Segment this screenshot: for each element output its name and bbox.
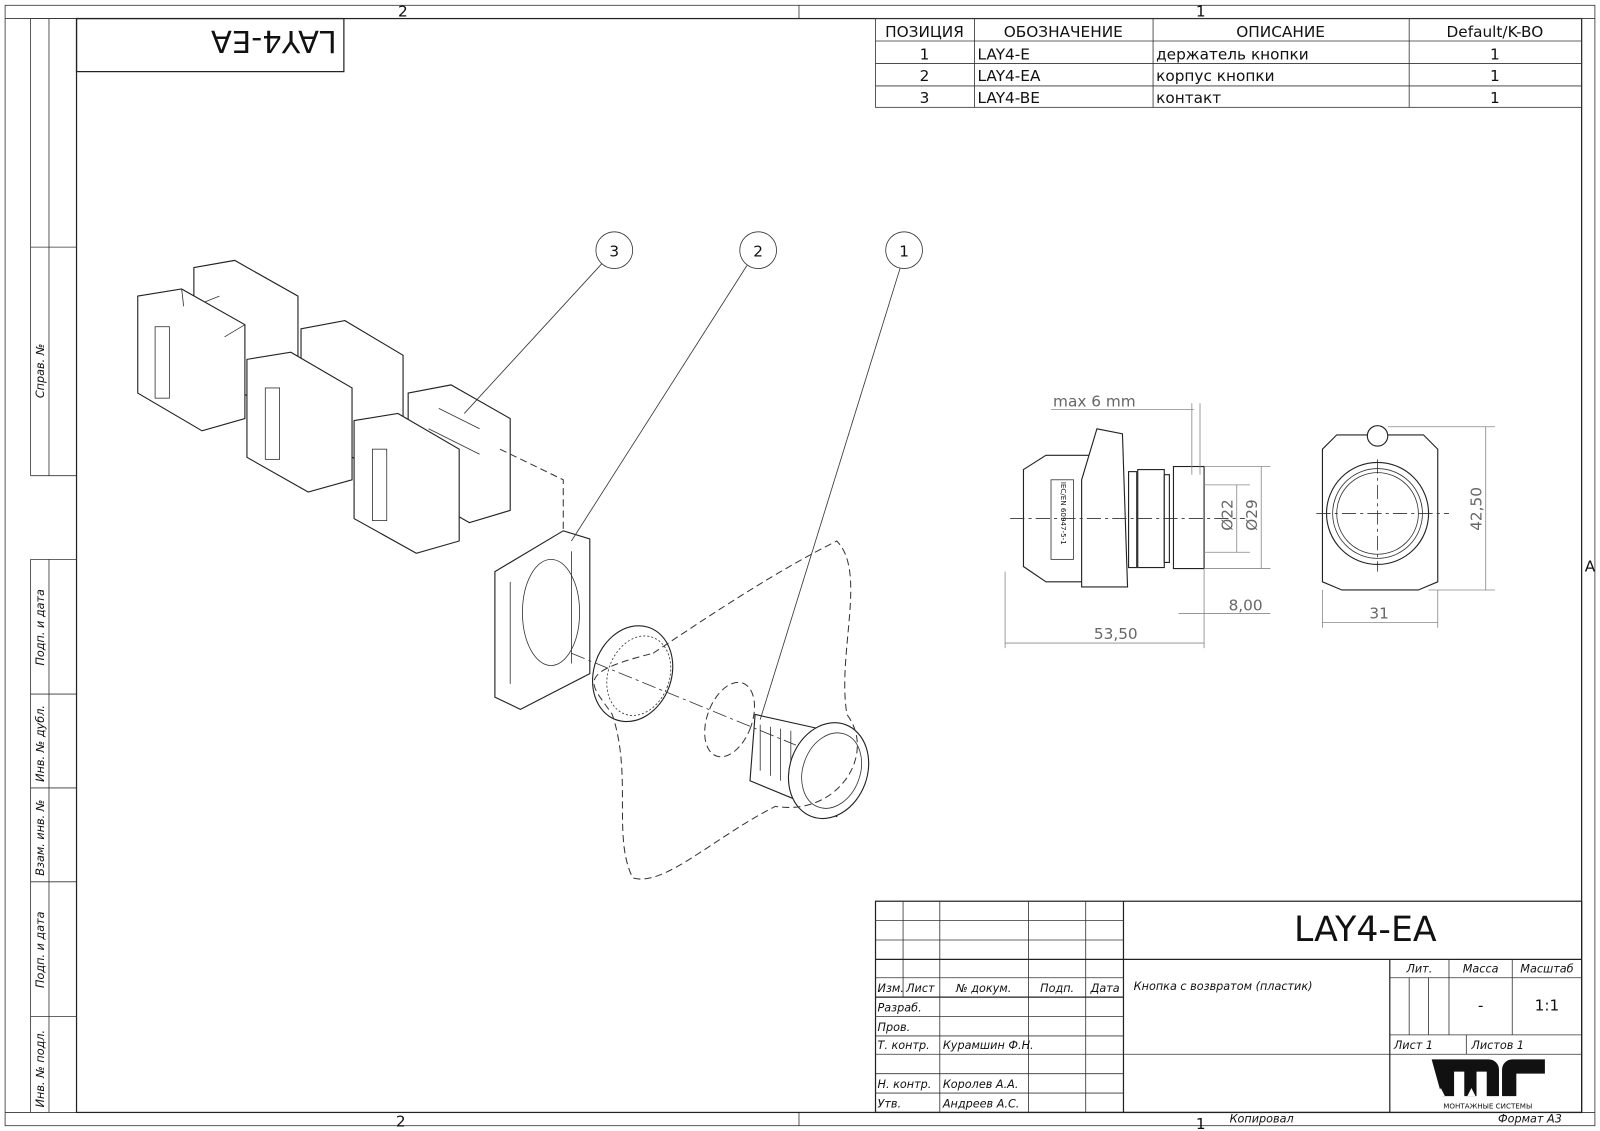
svg-text:2: 2 [920, 67, 930, 85]
role-label: Н. контр. [878, 1078, 932, 1091]
sheet-count: Листов 1 [1470, 1039, 1524, 1052]
outer-frame [4, 4, 1596, 1127]
side-label: Инв. № подл. [34, 1030, 47, 1107]
svg-text:1: 1 [920, 45, 930, 63]
scale-label: Масштаб [1520, 963, 1573, 976]
svg-text:3: 3 [920, 89, 930, 107]
svg-text:1: 1 [1490, 45, 1500, 63]
mounting-ring [591, 625, 674, 723]
col-header: Дата [1090, 982, 1120, 995]
col-header: Лист [905, 982, 935, 995]
scale-value: 1:1 [1535, 996, 1560, 1014]
callout-circle [885, 231, 923, 269]
callout-label: 2 [753, 242, 763, 260]
designation: LAY4-EA [1294, 910, 1437, 950]
dim-d29: Ø29 [1243, 499, 1261, 531]
title-block: Изм. Лист № докум. Подп. Дата Разраб. Пр… [874, 900, 1583, 1114]
inner-frame [75, 17, 1583, 1114]
side-view: IEC/EN 60947-5-1 max 6 mm Ø22 Ø29 8,00 5… [1004, 392, 1271, 649]
svg-text:LAY4-EA: LAY4-EA [978, 67, 1041, 85]
dim-width: 31 [1369, 605, 1388, 623]
left-strip: Справ. № Подп. и дата Инв. № дубл. Взам.… [30, 18, 77, 1113]
bom-row: 2 LAY4-EA корпус кнопки 1 [920, 67, 1500, 85]
description: Кнопка с возвратом (пластик) [1134, 980, 1313, 993]
dim-max-gap: max 6 mm [1053, 392, 1136, 410]
zone-label: 1 [1196, 1115, 1206, 1131]
svg-text:1: 1 [1490, 67, 1500, 85]
side-label: Взам. инв. № [34, 800, 47, 876]
mass-value: - [1478, 996, 1484, 1014]
mirrored-code: LAY4-EA [211, 23, 337, 58]
svg-text:LAY4-BE: LAY4-BE [978, 89, 1040, 107]
side-label: Подп. и дата [34, 589, 47, 666]
bom-row: 3 LAY4-BE контакт 1 [920, 89, 1500, 107]
lit-label: Лит. [1405, 963, 1432, 976]
bom-header: ПОЗИЦИЯ [885, 23, 964, 41]
svg-text:контакт: контакт [1156, 89, 1221, 107]
svg-text:LAY4-E: LAY4-E [978, 45, 1030, 63]
role-label: Разраб. [878, 1001, 922, 1014]
dim-height: 42,50 [1468, 487, 1486, 531]
callout-label: 3 [609, 242, 619, 260]
company-name: МОНТАЖНЫЕ СИСТЕМЫ [1443, 1101, 1532, 1110]
callout-circle [595, 231, 634, 269]
zone-label: 1 [1196, 3, 1206, 21]
role-label: Т. контр. [878, 1039, 930, 1052]
sheet-number: Лист 1 [1393, 1039, 1433, 1052]
zone-label: 2 [398, 3, 408, 21]
col-header: Изм. [878, 982, 904, 995]
push-button [749, 713, 870, 820]
mass-label: Масса [1463, 963, 1499, 976]
callout-label: 1 [899, 242, 909, 260]
svg-text:корпус кнопки: корпус кнопки [1156, 67, 1274, 85]
role-label: Утв. [878, 1097, 902, 1110]
exploded-view: 3 2 1 [137, 231, 923, 880]
svg-text:1: 1 [1490, 89, 1500, 107]
signer-name: Королев А.А. [943, 1078, 1019, 1091]
bom-header: ОПИСАНИЕ [1236, 23, 1325, 41]
dim-length: 53,50 [1094, 625, 1138, 643]
contact-block [353, 384, 511, 554]
signer-name: Андреев А.С. [942, 1097, 1020, 1110]
copied-label: Копировал [1230, 1113, 1294, 1126]
zone-label: A [1585, 558, 1596, 576]
bom-table: ПОЗИЦИЯ ОБОЗНАЧЕНИЕ ОПИСАНИЕ Default/K-B… [875, 18, 1583, 108]
dim-d22: Ø22 [1219, 499, 1237, 531]
signer-name: Курамшин Ф.Н. [943, 1039, 1034, 1052]
button-holder [494, 530, 591, 711]
front-view: 42,50 31 [1316, 425, 1495, 628]
col-header: Подп. [1040, 982, 1074, 995]
callout-circle [739, 231, 777, 269]
contact-block [246, 320, 404, 493]
svg-text:IEC/EN 60947-5-1: IEC/EN 60947-5-1 [1059, 482, 1068, 545]
role-label: Пров. [878, 1021, 911, 1034]
side-label: Справ. № [34, 344, 47, 399]
format-label: Формат А3 [1498, 1113, 1562, 1126]
dim-depth: 8,00 [1229, 596, 1263, 614]
side-label: Подп. и дата [34, 911, 47, 988]
bom-row: 1 LAY4-E держатель кнопки 1 [920, 45, 1500, 63]
bom-header: Default/K-BO [1447, 23, 1544, 41]
side-label: Инв. № дубл. [34, 705, 47, 782]
col-header: № докум. [955, 982, 1011, 995]
zone-label: 2 [396, 1113, 406, 1131]
company-logo: МОНТАЖНЫЕ СИСТЕМЫ [1431, 1059, 1545, 1110]
bom-header: ОБОЗНАЧЕНИЕ [1004, 23, 1123, 41]
svg-text:держатель кнопки: держатель кнопки [1156, 45, 1309, 63]
mirrored-code-box [75, 17, 345, 73]
